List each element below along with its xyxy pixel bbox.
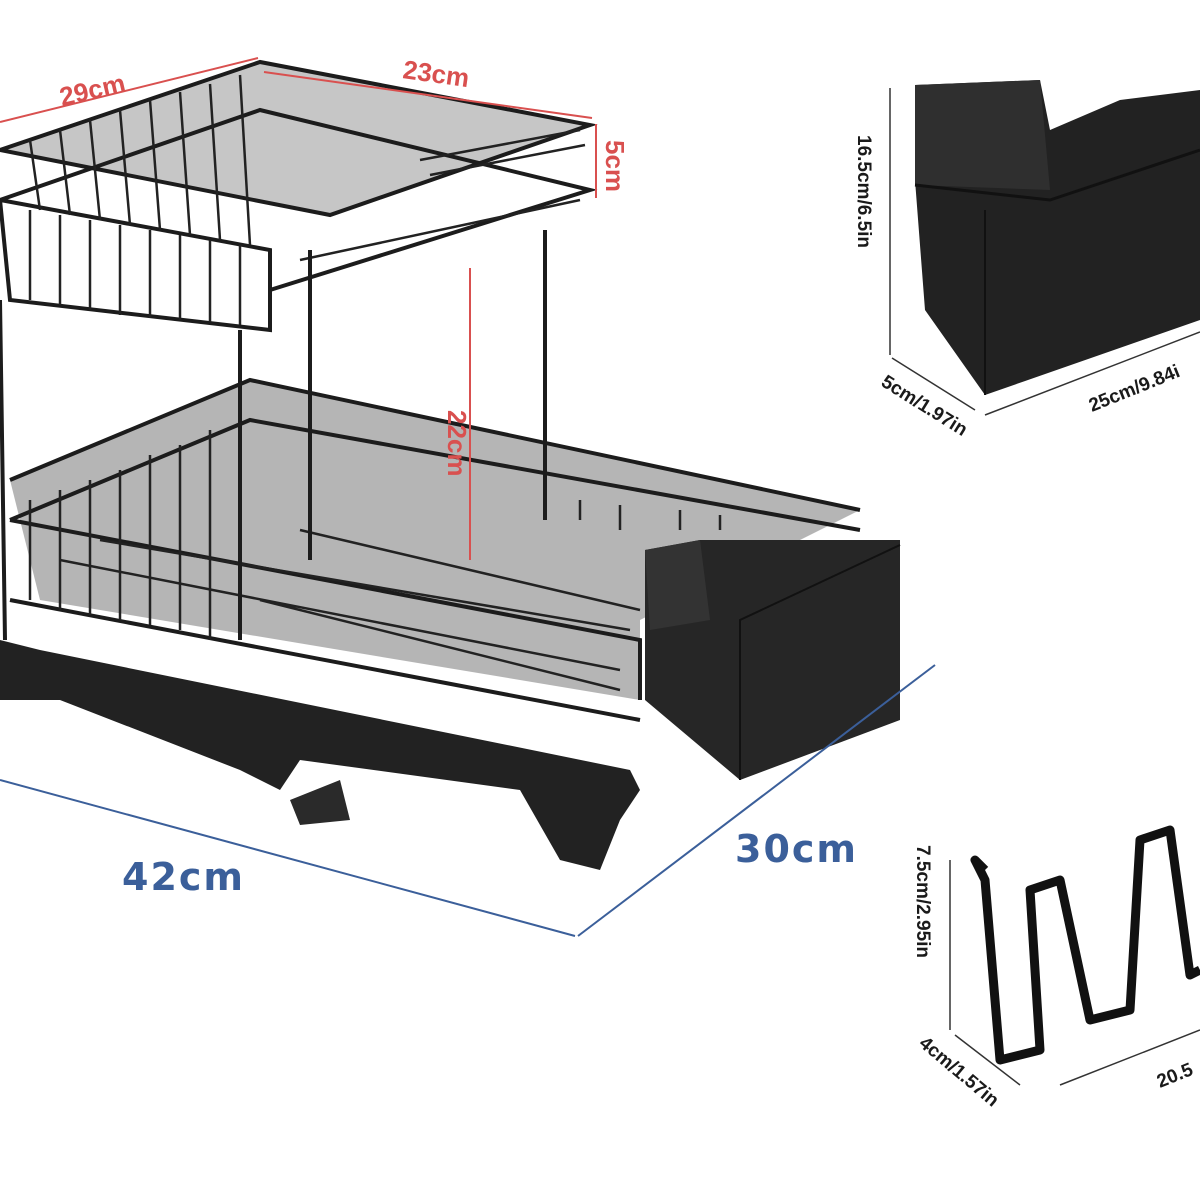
tier-gap-label: 22cm [442,410,472,477]
top-depth-label: 23cm [401,54,471,93]
hook-depth-label: 4cm/1.57in [915,1033,1003,1112]
dimension-lines [0,57,1200,1086]
rack-hook-illustration [970,825,1200,1065]
lower-basket [10,380,860,700]
utensil-holder-on-rack [645,540,900,780]
base-length-label: 42cm [122,855,245,899]
hook-height-label: 7.5cm/2.95in [912,845,933,958]
top-height-label: 5cm [600,140,630,192]
utensil-holder-illustration [914,80,1200,395]
top-width-label: 29cm [57,68,129,112]
base-depth-label: 30cm [735,827,858,871]
drip-tray-base [0,640,640,870]
holder-length-label: 25cm/9.84i [1086,361,1183,416]
holder-height-label: 16.5cm/6.5in [853,135,874,248]
hook-length-label: 20.5 [1154,1059,1197,1092]
holder-depth-label: 5cm/1.97in [877,371,971,440]
drain-spout [290,780,350,825]
dish-rack-illustration [0,59,901,870]
